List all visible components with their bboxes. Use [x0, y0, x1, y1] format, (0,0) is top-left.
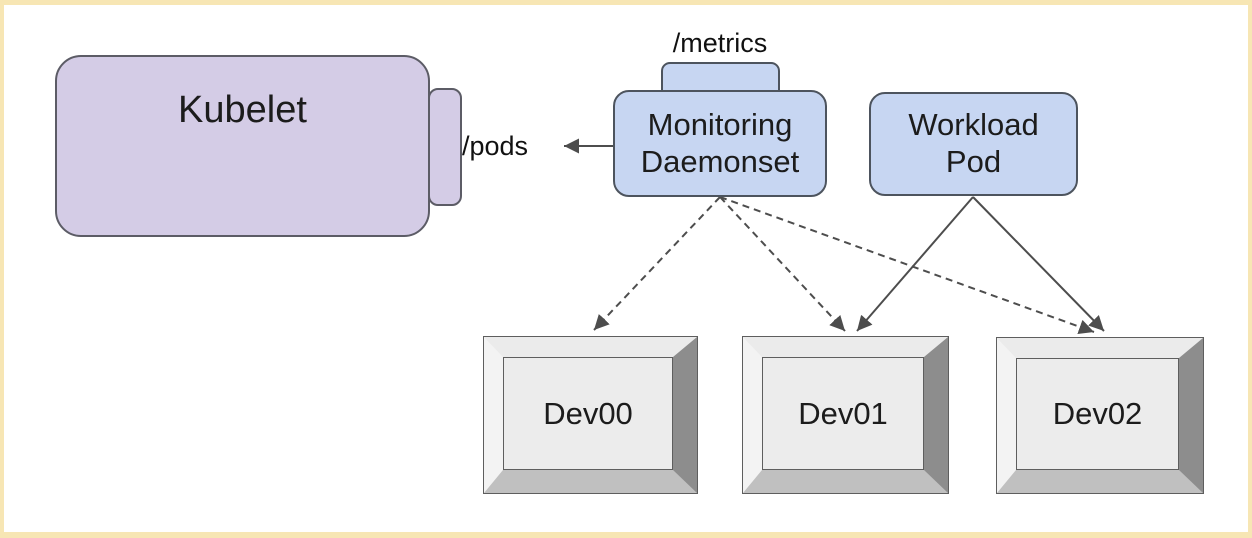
workload-pod-label-line2: Pod — [945, 144, 1002, 179]
node-dev00[interactable]: Dev00 — [484, 337, 697, 493]
dev01-label: Dev01 — [798, 395, 888, 431]
edge-workload-to-dev02-arrow — [972, 196, 1105, 332]
kubelet-label: Kubelet — [178, 89, 307, 131]
node-monitoring-daemonset[interactable]: Monitoring Daemonset — [613, 90, 827, 197]
dev02-label: Dev02 — [1052, 396, 1143, 431]
monitoring-daemonset-label-line2: Daemonset — [640, 143, 800, 179]
edge-monitoring-to-dev02-dashed-arrow — [719, 196, 1095, 334]
dev00-screen: Dev00 — [503, 357, 673, 470]
node-dev02[interactable]: Dev02 — [997, 338, 1203, 493]
node-kubelet[interactable]: Kubelet — [55, 55, 430, 237]
edge-monitoring-to-dev00-dashed-arrow — [593, 196, 721, 331]
dev00-label: Dev00 — [543, 395, 633, 431]
pods-endpoint-label: /pods — [462, 131, 529, 161]
workload-pod-label-line1: Workload — [908, 107, 1039, 143]
node-workload-pod[interactable]: Workload Pod — [869, 92, 1078, 196]
edge-workload-to-dev01-arrow — [856, 196, 974, 332]
monitoring-daemonset-label-line1: Monitoring — [647, 106, 793, 142]
metrics-endpoint-label: /metrics — [672, 28, 768, 58]
dev01-screen: Dev01 — [762, 357, 924, 470]
edge-monitoring-to-dev01-dashed-arrow — [719, 196, 846, 332]
dev02-screen: Dev02 — [1016, 358, 1179, 470]
kubelet-side-tab — [428, 88, 462, 206]
node-dev01[interactable]: Dev01 — [743, 337, 948, 493]
